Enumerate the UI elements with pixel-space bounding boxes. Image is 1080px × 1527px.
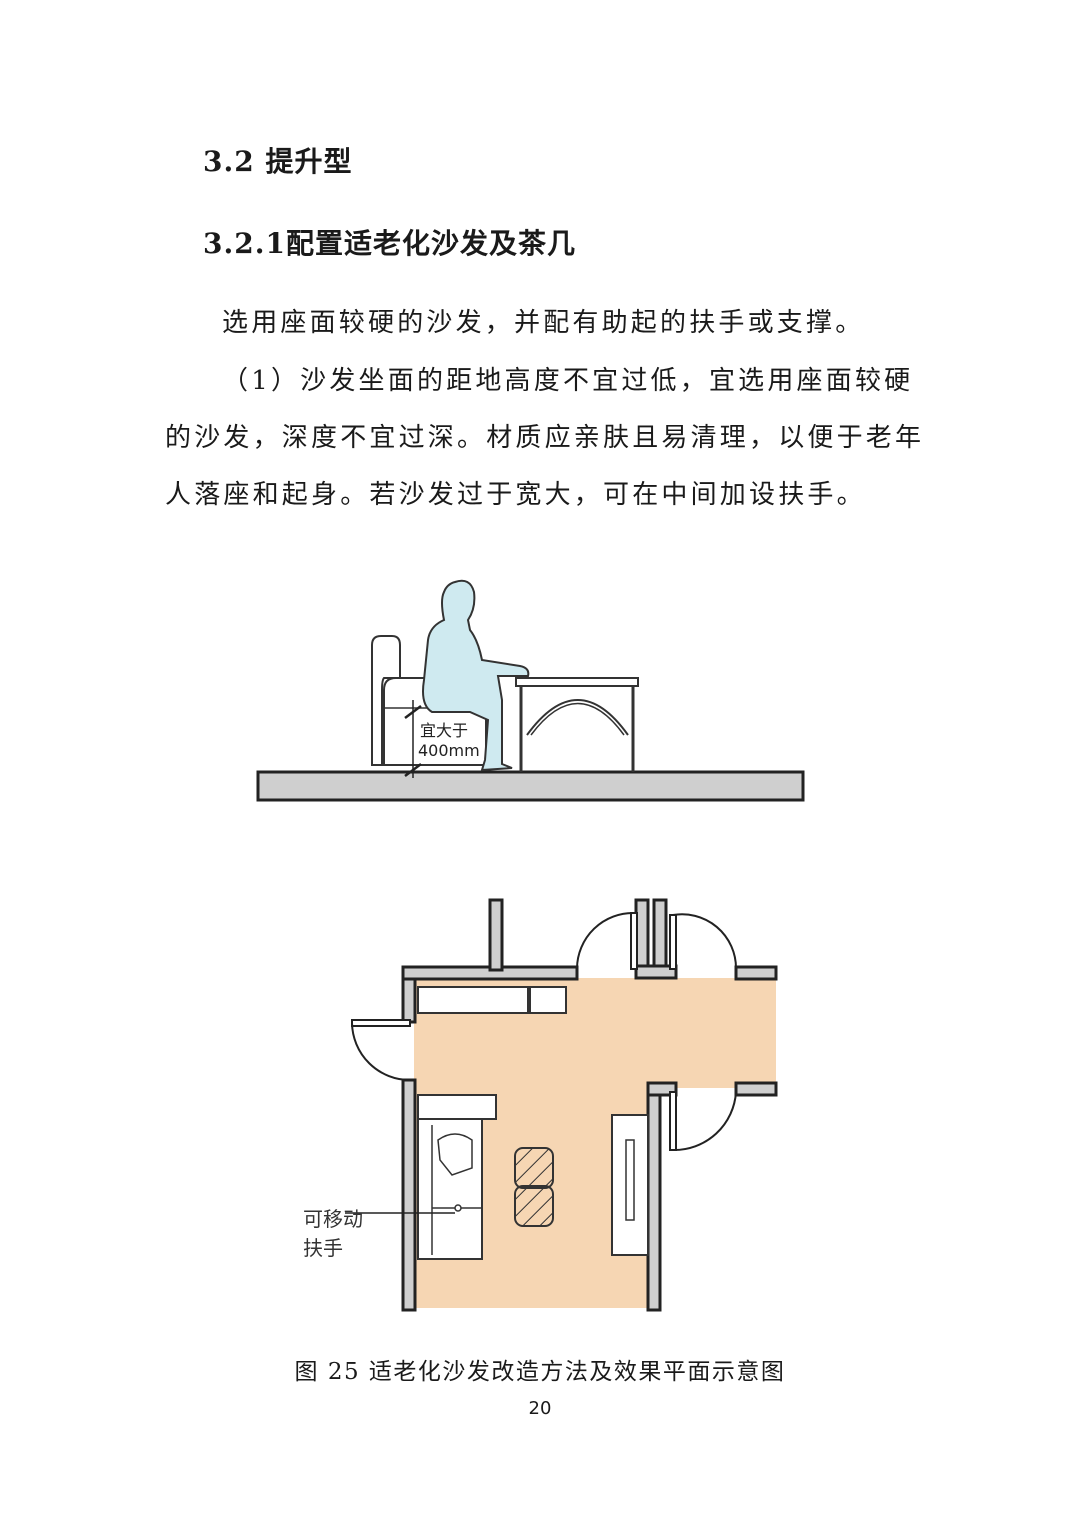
walls [401,898,778,1312]
sofa-elevation-diagram: 宜大于 400mm [256,579,805,802]
door-top-right [669,913,737,970]
coffee-table-arch [526,699,629,736]
figure-caption: 图 25 适老化沙发改造方法及效果平面示意图 [294,1359,786,1385]
subsection-heading: 3.2.1配置适老化沙发及茶几 [203,227,576,260]
floor-slab [256,770,805,802]
armrest-label-line1: 可移动 [303,1207,363,1231]
door-right [669,1091,737,1152]
paragraph-line-2: （1）沙发坐面的距地高度不宜过低，宜选用座面较硬 [222,366,914,396]
coffee-table-top [515,677,639,687]
paragraph-intro: 选用座面较硬的沙发，并配有助起的扶手或支撑。 [222,308,865,338]
paragraph-line-3: 的沙发，深度不宜过深。材质应亲肤且易清理，以便于老年 [165,423,925,453]
coffee-table-plan-2 [514,1185,554,1227]
top-cabinet [417,986,529,1014]
armrest-label-line2: 扶手 [303,1236,343,1260]
door-top [576,911,638,970]
height-label-line1: 宜大于 [420,721,468,740]
paragraph-line-4: 人落座和起身。若沙发过于宽大，可在中间加设扶手。 [165,480,866,510]
section-heading: 3.2 提升型 [203,145,353,178]
person-silhouette [422,579,530,772]
page-number: 20 [528,1398,552,1419]
coffee-table-plan-1 [514,1147,554,1189]
living-room-floor-plan: 可移动 扶手 [303,898,778,1312]
sofa-plan [417,1094,497,1120]
sofa-back [371,635,401,766]
door-left [351,1019,411,1081]
height-label-line2: 400mm [418,741,480,760]
